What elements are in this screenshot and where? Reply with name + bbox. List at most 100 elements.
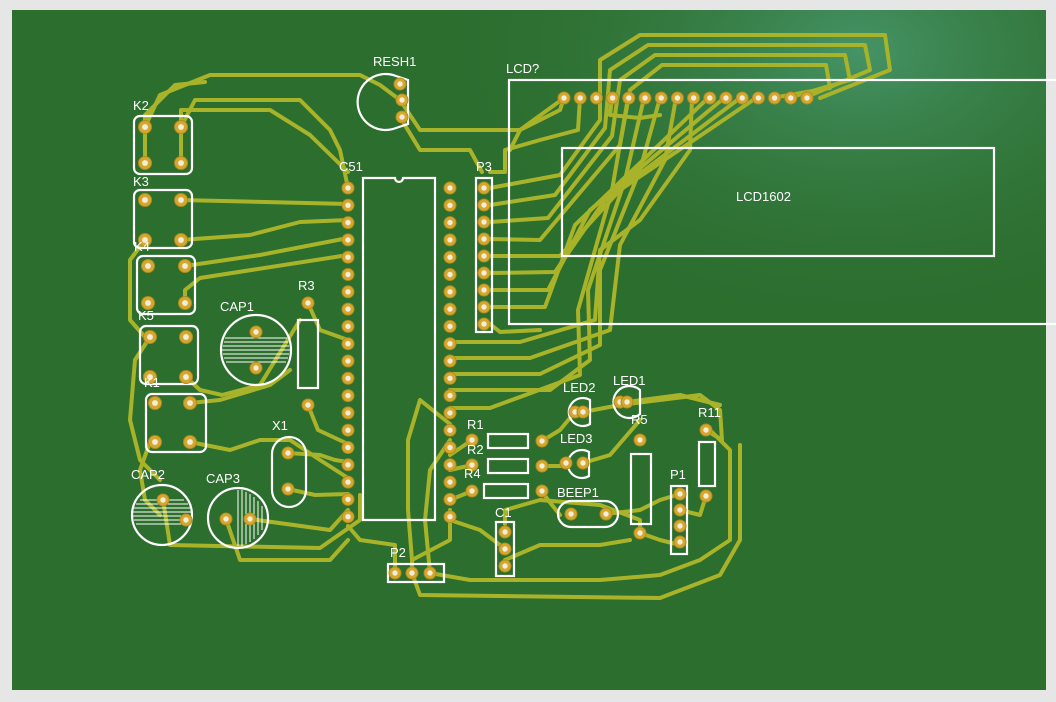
solder-pad: [573, 91, 587, 105]
solder-pad: [703, 91, 717, 105]
label-cap2: CAP2: [131, 467, 165, 482]
solder-pad: [341, 250, 355, 264]
solder-pad: [784, 91, 798, 105]
solder-pad: [341, 302, 355, 316]
solder-pad: [174, 120, 188, 134]
solder-pad: [443, 337, 457, 351]
solder-pad: [443, 389, 457, 403]
solder-pad: [443, 181, 457, 195]
solder-pad: [673, 503, 687, 517]
solder-pad: [443, 475, 457, 489]
solder-pad: [141, 296, 155, 310]
solder-pad: [138, 193, 152, 207]
solder-pad: [395, 93, 409, 107]
k5-switch-outline: [138, 324, 200, 386]
solder-pad: [535, 459, 549, 473]
solder-pad: [388, 566, 402, 580]
solder-pad: [498, 525, 512, 539]
solder-pad: [465, 484, 479, 498]
solder-pad: [341, 354, 355, 368]
label-r5: R5: [631, 412, 648, 427]
solder-pad: [301, 296, 315, 310]
solder-pad: [341, 406, 355, 420]
p3-header-outline: [474, 176, 494, 334]
solder-pad: [589, 91, 603, 105]
label-r11: R11: [698, 405, 721, 420]
cap1-polarity-hatch: [222, 337, 290, 363]
x1-crystal-outline: [270, 435, 308, 509]
solder-pad: [443, 492, 457, 506]
solder-pad: [620, 395, 634, 409]
cap2-outline: [130, 483, 194, 547]
solder-pad: [699, 423, 713, 437]
solder-pad: [249, 325, 263, 339]
solder-pad: [443, 302, 457, 316]
label-led3: LED3: [560, 431, 593, 446]
k4-switch-outline: [135, 254, 197, 316]
solder-pad: [138, 233, 152, 247]
label-cap3: CAP3: [206, 471, 240, 486]
lcd-module-outline: [560, 146, 996, 258]
solder-pad: [443, 250, 457, 264]
solder-pad: [341, 337, 355, 351]
solder-pad: [599, 507, 613, 521]
solder-pad: [559, 456, 573, 470]
solder-pad: [443, 198, 457, 212]
solder-pad: [576, 405, 590, 419]
label-cap1: CAP1: [220, 299, 254, 314]
solder-pad: [141, 259, 155, 273]
solder-pad: [443, 216, 457, 230]
solder-pad: [735, 91, 749, 105]
label-c1: C1: [495, 505, 512, 520]
led1-outline: [612, 384, 642, 420]
solder-pad: [156, 493, 170, 507]
solder-pad: [443, 268, 457, 281]
solder-pad: [751, 91, 765, 105]
solder-pad: [341, 268, 355, 281]
label-k3: K3: [133, 174, 149, 189]
label-c51: C51: [339, 159, 363, 174]
solder-pad: [535, 484, 549, 498]
c51-mcu-outline: [361, 176, 437, 522]
designators: RESH1 LCD? LCD1602 K2 K3 K4 K5 K1 C51 P3…: [131, 54, 791, 560]
solder-pad: [341, 475, 355, 489]
solder-pad: [443, 319, 457, 333]
solder-pad: [174, 156, 188, 170]
solder-pad: [443, 354, 457, 368]
label-k2: K2: [133, 98, 149, 113]
cap1-outline: [219, 313, 293, 387]
solder-pad: [443, 510, 457, 524]
solder-pad: [768, 91, 782, 105]
solder-pad: [800, 91, 814, 105]
solder-pad: [178, 296, 192, 310]
r5-outline: [629, 452, 653, 526]
r1-outline: [486, 432, 530, 450]
solder-pad: [405, 566, 419, 580]
solder-pad: [670, 91, 684, 105]
k3-switch-outline: [132, 188, 194, 250]
lcd-bus-traces: [448, 33, 892, 410]
solder-pad: [138, 156, 152, 170]
resh1-outline: [356, 72, 410, 132]
r11-outline: [697, 440, 717, 488]
label-led2: LED2: [563, 380, 596, 395]
solder-pad: [341, 510, 355, 524]
solder-pad: [498, 542, 512, 556]
r3-outline: [296, 318, 320, 390]
solder-pad: [423, 566, 437, 580]
label-p2: P2: [390, 545, 406, 560]
cap3-outline: [206, 486, 270, 550]
solder-pad: [638, 91, 652, 105]
solder-pad: [687, 91, 701, 105]
solder-pad: [477, 232, 491, 246]
label-lcd-header: LCD?: [506, 61, 539, 76]
p1-header-outline: [669, 484, 689, 556]
solder-pad: [179, 330, 193, 344]
k2-switch-outline: [132, 114, 194, 176]
solder-pad: [498, 559, 512, 573]
solder-pad: [174, 233, 188, 247]
solder-pad: [477, 215, 491, 229]
solder-pad: [243, 512, 257, 526]
solder-pad: [477, 300, 491, 314]
solder-pad: [341, 181, 355, 195]
